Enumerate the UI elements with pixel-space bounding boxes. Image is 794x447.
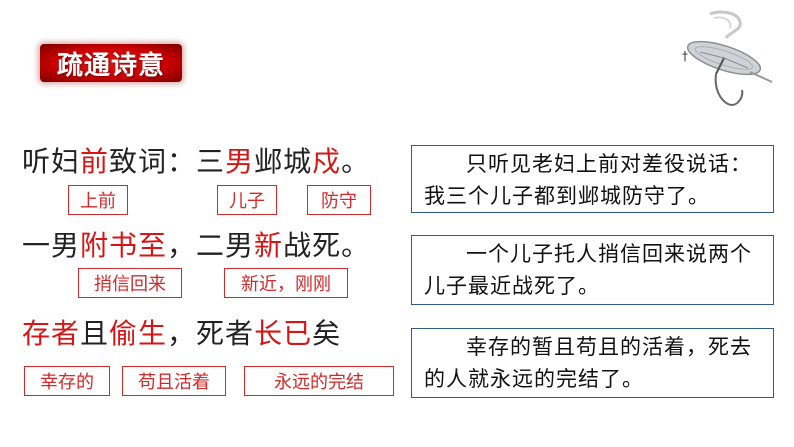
section-title: 疏通诗意 (56, 50, 165, 81)
poem-text: ，二男 (167, 229, 255, 262)
gloss-cunzhe: 幸存的 (24, 366, 110, 396)
poem-text: 且 (80, 317, 110, 350)
translation-box-2: 一个儿子托人捎信回来说两个儿子最近战死了。 (411, 235, 774, 305)
gloss-nan: 儿子 (217, 185, 277, 215)
poem-text: 。 (341, 145, 371, 178)
gloss-qian: 上前 (68, 185, 128, 215)
gloss-changyi: 永远的完结 (244, 366, 394, 396)
gloss-toush: 苟且活着 (122, 366, 226, 396)
gloss-xin: 新近，刚刚 (224, 268, 348, 298)
poem-keyword: 戍 (312, 145, 342, 178)
umbrella-illustration-icon: † (682, 10, 773, 106)
poem-text: 邺城 (254, 145, 313, 178)
poem-keyword: 前 (80, 145, 110, 178)
poem-keyword: 新 (254, 229, 284, 262)
poem-keyword: 偷生 (109, 317, 168, 350)
poem-text: 一男 (22, 229, 81, 262)
poem-text: 战死。 (283, 229, 371, 262)
poem-line-2: 一男附书至，二男新战死。 (22, 224, 370, 264)
svg-text:†: † (682, 49, 688, 63)
poem-keyword: 长已 (254, 317, 313, 350)
section-title-badge: 疏通诗意 (40, 44, 182, 82)
gloss-fushuzhi: 捎信回来 (78, 268, 182, 298)
poem-keyword: 存者 (22, 317, 81, 350)
poem-text: 致词：三 (109, 145, 226, 178)
poem-line-3: 存者且偷生，死者长已矣 (22, 312, 341, 352)
poem-text: 听妇 (22, 145, 81, 178)
poem-line-1: 听妇前致词：三男邺城戍。 (22, 140, 370, 180)
poem-text: ，死者 (167, 317, 255, 350)
translation-box-3: 幸存的暂且苟且的活着，死去的人就永远的完结了。 (411, 328, 774, 398)
poem-keyword: 男 (225, 145, 255, 178)
poem-keyword: 附书至 (80, 229, 168, 262)
translation-box-1: 只听见老妇上前对差役说话：我三个儿子都到邺城防守了。 (411, 145, 774, 213)
gloss-shu: 防守 (307, 185, 371, 215)
poem-text: 矣 (312, 317, 342, 350)
